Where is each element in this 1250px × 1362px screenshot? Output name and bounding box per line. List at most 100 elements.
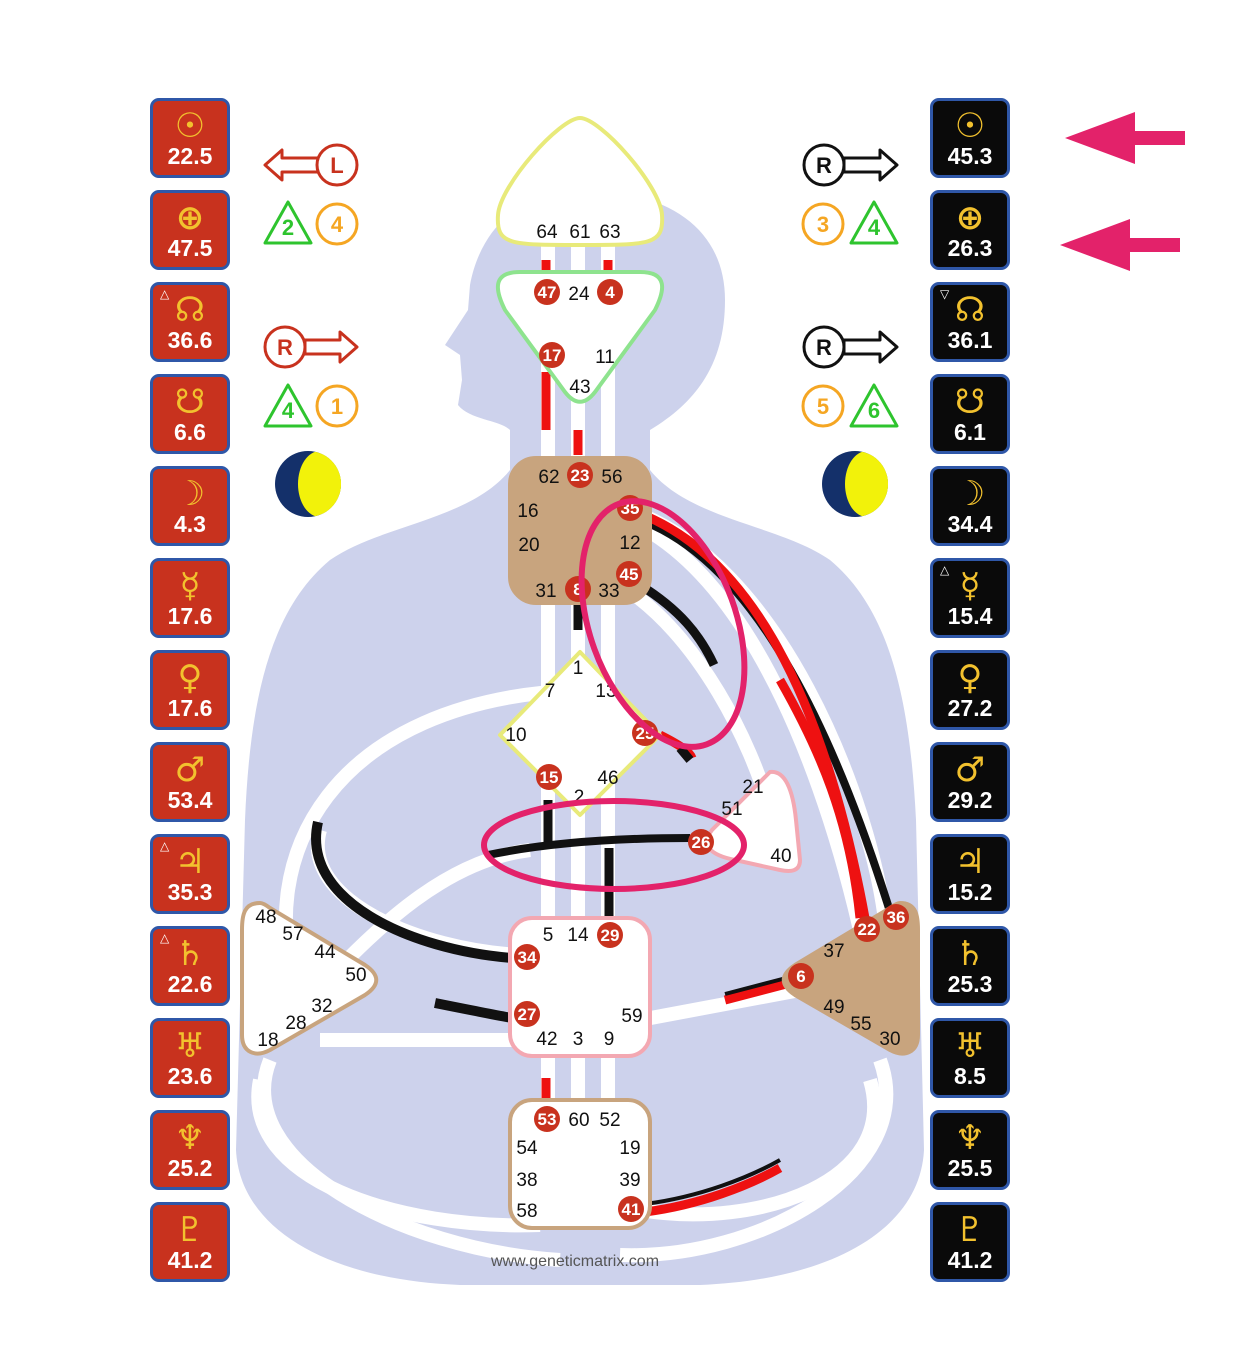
gate-active-15: 15 (536, 764, 562, 790)
design-variable-bottom: R 4 1 (263, 325, 359, 428)
gate-active-34: 34 (514, 944, 540, 970)
website-url: www.geneticmatrix.com (490, 1253, 659, 1270)
activation-mark-icon: △ (160, 931, 170, 945)
gate-active-6: 6 (788, 963, 814, 989)
venus-icon: ♀ (177, 658, 203, 698)
gate-50: 50 (345, 965, 366, 986)
svg-text:R: R (816, 153, 832, 178)
gate-line-value: 35.3 (167, 879, 213, 905)
gate-active-23: 23 (567, 462, 593, 488)
mars-icon: ♂ (954, 750, 986, 790)
gate-line-value: 25.5 (947, 1155, 993, 1181)
personality-uranus-box: ♅8.5 (930, 1018, 1010, 1098)
gate-42: 42 (536, 1029, 557, 1050)
gate-line-value: 36.1 (947, 327, 993, 353)
mercury-icon: ☿ (179, 566, 201, 606)
gate-line-value: 17.6 (167, 695, 213, 721)
gate-38: 38 (516, 1170, 537, 1191)
saturn-icon: ♄ (174, 934, 206, 974)
annotation-oval-throat-heart (578, 498, 748, 750)
svg-text:6: 6 (796, 967, 805, 986)
gate-46: 46 (597, 768, 618, 789)
root-center (508, 1098, 652, 1230)
jupiter-icon: ♃ (174, 842, 206, 882)
svg-text:41: 41 (622, 1200, 641, 1219)
gate-39: 39 (619, 1170, 640, 1191)
gate-line-value: 15.4 (947, 603, 993, 629)
arrow-right-icon: R (802, 143, 899, 187)
personality-variable-top: R 3 4 (801, 143, 899, 246)
channel-34-20 (311, 820, 513, 963)
svg-text:45: 45 (620, 565, 639, 584)
design-north-node-box: △☊36.6 (150, 282, 230, 362)
channel-26-ego (487, 834, 691, 859)
gate-14: 14 (567, 925, 589, 946)
personality-mars-box: ♂29.2 (930, 742, 1010, 822)
channel-6-59-black (724, 975, 791, 996)
gate-1: 1 (573, 658, 584, 679)
north-node-icon: ☊ (954, 290, 986, 330)
earth-icon: ⊕ (955, 198, 985, 238)
svg-text:4: 4 (605, 283, 615, 302)
south-node-icon: ☋ (954, 382, 986, 422)
saturn-icon: ♄ (954, 934, 986, 974)
arrow-right-icon: R (802, 325, 899, 369)
svg-text:29: 29 (601, 926, 620, 945)
gate-44: 44 (314, 942, 336, 963)
annotation-arrow-left-icon (1065, 112, 1185, 164)
sacral-center (508, 916, 652, 1058)
annotation-oval-ego-channel (481, 798, 747, 892)
gate-12: 12 (619, 533, 640, 554)
gate-2: 2 (574, 787, 585, 808)
svg-text:4: 4 (868, 215, 881, 240)
gate-active-26: 26 (688, 829, 714, 855)
gate-48: 48 (255, 907, 276, 928)
svg-text:17: 17 (543, 346, 562, 365)
gate-active-41: 41 (618, 1196, 644, 1222)
gate-40: 40 (770, 846, 791, 867)
gate-10: 10 (505, 725, 526, 746)
moon-phase-personality-icon (822, 451, 888, 517)
svg-text:5: 5 (817, 394, 829, 419)
gate-16: 16 (517, 501, 538, 522)
personality-saturn-box: ♄25.3 (930, 926, 1010, 1006)
gate-labels: 64 61 63 24 11 43 62 56 16 20 12 31 33 1… (255, 222, 900, 1222)
activation-mark-icon: △ (940, 563, 950, 577)
gate-line-value: 41.2 (947, 1247, 993, 1273)
personality-earth-box: ⊕26.3 (930, 190, 1010, 270)
gate-line-value: 41.2 (167, 1247, 213, 1273)
moon-phase-design-icon (275, 451, 341, 517)
svg-text:R: R (816, 335, 832, 360)
gate-active-27: 27 (514, 1001, 540, 1027)
channel-41-30-black (644, 1158, 781, 1206)
svg-text:34: 34 (518, 948, 537, 967)
color-circle-icon: 3 (801, 202, 845, 246)
activation-mark-icon: ▽ (940, 287, 950, 301)
pluto-icon: ♇ (954, 1210, 986, 1250)
tone-triangle-icon: 4 (263, 383, 313, 428)
gate-20: 20 (518, 535, 539, 556)
design-uranus-box: ♅23.6 (150, 1018, 230, 1098)
gate-55: 55 (850, 1014, 871, 1035)
arrow-right-icon: R (263, 325, 359, 369)
activation-mark-icon: △ (160, 839, 170, 853)
sun-icon: ☉ (954, 106, 986, 146)
sun-icon: ☉ (174, 106, 206, 146)
gate-57: 57 (282, 924, 303, 945)
design-variable-top: L 2 4 (263, 143, 359, 246)
gate-19: 19 (619, 1138, 640, 1159)
channel-12-22 (776, 677, 865, 919)
gate-line-value: 25.2 (167, 1155, 213, 1181)
gate-33: 33 (598, 581, 619, 602)
gate-32: 32 (311, 996, 332, 1017)
gate-active-8: 8 (565, 576, 591, 602)
personality-north-node-box: ▽ ☊36.1 (930, 282, 1010, 362)
gate-59: 59 (621, 1006, 642, 1027)
personality-venus-box: ♀27.2 (930, 650, 1010, 730)
svg-text:36: 36 (887, 908, 906, 927)
gate-line-value: 47.5 (167, 235, 213, 261)
annotation-arrows (1060, 112, 1185, 271)
gate-58: 58 (516, 1201, 537, 1222)
personality-mercury-box: △☿15.4 (930, 558, 1010, 638)
channel-27-50 (434, 998, 513, 1023)
